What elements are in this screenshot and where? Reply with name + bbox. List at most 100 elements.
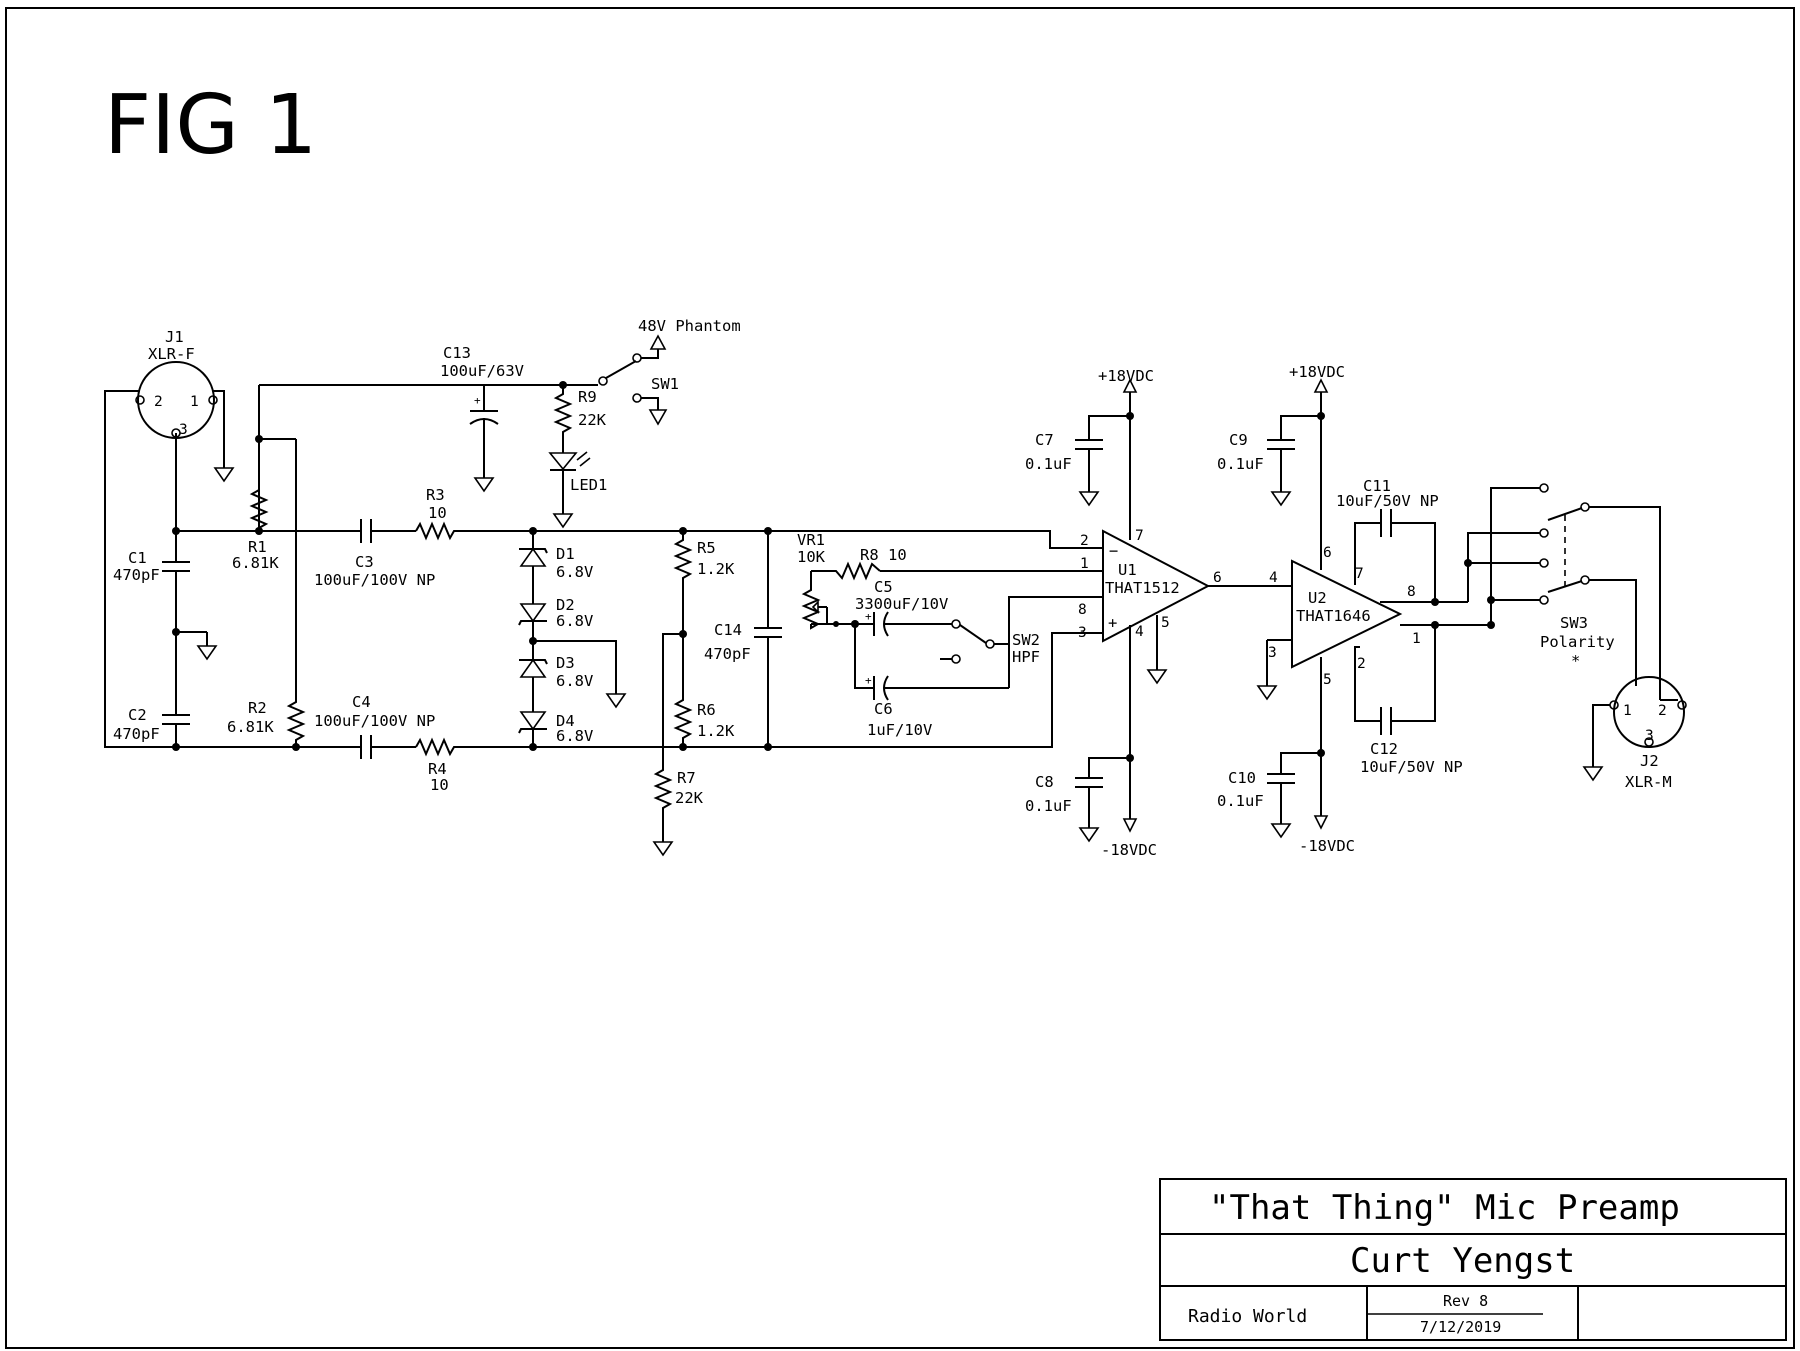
u2-pin4: 4: [1269, 570, 1278, 586]
u2-pin2: 2: [1357, 656, 1366, 672]
u2-ref: U2: [1308, 589, 1327, 607]
date-label: 7/12/2019: [1420, 1318, 1501, 1336]
u1-pin3: 3: [1078, 625, 1087, 641]
d1-ref: D1: [556, 545, 575, 563]
d4-value: 6.8V: [556, 727, 593, 745]
r7-ref: R7: [677, 769, 696, 787]
company-name: Radio World: [1188, 1306, 1307, 1327]
c3-ref: C3: [355, 553, 374, 571]
u2-pin8: 8: [1407, 584, 1416, 600]
u1-vminus: -18VDC: [1101, 841, 1157, 859]
r5-value: 1.2K: [697, 560, 735, 578]
r7-value: 22K: [675, 789, 704, 807]
u1-vplus: +18VDC: [1098, 367, 1154, 385]
c4-value: 100uF/100V NP: [314, 712, 435, 730]
u2-vminus: -18VDC: [1299, 837, 1355, 855]
c9-ref: C9: [1229, 431, 1248, 449]
d2-ref: D2: [556, 596, 575, 614]
u1-pin8: 8: [1078, 602, 1087, 618]
c13-value: 100uF/63V: [440, 362, 524, 380]
sw3-note: *: [1571, 652, 1580, 670]
c6-plus: +: [865, 674, 872, 687]
author-name: Curt Yengst: [1350, 1241, 1575, 1281]
connector-j1: 2 1 3: [135, 361, 218, 439]
c14-ref: C14: [714, 621, 742, 639]
r6-ref: R6: [697, 701, 716, 719]
c5-plus: +: [865, 610, 872, 623]
led1-ref: LED1: [570, 476, 607, 494]
c13-plus: +: [474, 394, 481, 407]
u1-pin7: 7: [1135, 528, 1144, 544]
u1-plus: +: [1108, 614, 1117, 632]
j2-value: XLR-M: [1625, 773, 1672, 791]
c6-value: 1uF/10V: [867, 721, 932, 739]
c7-value: 0.1uF: [1025, 455, 1072, 473]
c7-ref: C7: [1035, 431, 1054, 449]
d1-value: 6.8V: [556, 563, 593, 581]
u2-amplifier: [1291, 559, 1403, 669]
c12-value: 10uF/50V NP: [1360, 758, 1463, 776]
sw3-ref: SW3: [1560, 614, 1588, 632]
r4-value: 10: [430, 776, 449, 794]
j1-ref: J1: [165, 328, 184, 346]
vr1-ref: VR1: [797, 531, 825, 549]
u1-ref: U1: [1118, 561, 1137, 579]
u1-pin4: 4: [1135, 624, 1144, 640]
c11-value: 10uF/50V NP: [1336, 492, 1439, 510]
r8-label: R8 10: [860, 546, 907, 564]
u2-pin6: 6: [1323, 545, 1332, 561]
j2-pin1: 1: [1623, 703, 1632, 719]
u1-minus: −: [1109, 542, 1118, 560]
u2-vplus: +18VDC: [1289, 363, 1345, 381]
r5-ref: R5: [697, 539, 716, 557]
j2-pin2: 2: [1658, 703, 1667, 719]
d4-ref: D4: [556, 712, 575, 730]
u1-pin1: 1: [1080, 556, 1089, 572]
sw1-ref: SW1: [651, 375, 679, 393]
r2-value: 6.81K: [227, 718, 274, 736]
c11-ref: C11: [1363, 477, 1391, 495]
d2-value: 6.8V: [556, 612, 593, 630]
c4-ref: C4: [352, 693, 371, 711]
j2-ref: J2: [1640, 752, 1659, 770]
c8-value: 0.1uF: [1025, 797, 1072, 815]
sw2-value: HPF: [1012, 648, 1040, 666]
r1-ref: R1: [248, 538, 267, 556]
c9-value: 0.1uF: [1217, 455, 1264, 473]
j1-value: XLR-F: [148, 345, 195, 363]
u2-pin1: 1: [1412, 631, 1421, 647]
u2-value: THAT1646: [1296, 607, 1371, 625]
c8-ref: C8: [1035, 773, 1054, 791]
sheet-border: [5, 7, 1795, 1349]
c2-ref: C2: [128, 706, 147, 724]
r2-ref: R2: [248, 699, 267, 717]
title-block: [1159, 1178, 1787, 1341]
c10-ref: C10: [1228, 769, 1256, 787]
j1-pin1: 1: [190, 394, 199, 410]
r3-value: 10: [428, 504, 447, 522]
sw2-ref: SW2: [1012, 631, 1040, 649]
r4-ref: R4: [428, 760, 447, 778]
c5-value: 3300uF/10V: [855, 595, 948, 613]
u1-pin2: 2: [1080, 533, 1089, 549]
vr1-value: 10K: [797, 548, 826, 566]
j1-pin2: 2: [154, 394, 163, 410]
r3-ref: R3: [426, 486, 445, 504]
figure-title: FIG 1: [104, 78, 317, 173]
u1-pin5: 5: [1161, 615, 1170, 631]
c1-ref: C1: [128, 549, 147, 567]
connector-j2: 1 2 3: [1609, 676, 1687, 748]
c12-ref: C12: [1370, 740, 1398, 758]
r9-value: 22K: [578, 411, 607, 429]
c13-ref: C13: [443, 344, 471, 362]
d3-ref: D3: [556, 654, 575, 672]
r6-value: 1.2K: [697, 722, 735, 740]
sw3-value: Polarity: [1540, 633, 1615, 651]
r9-ref: R9: [578, 388, 597, 406]
j1-pin3: 3: [179, 422, 188, 438]
u2-pin5: 5: [1323, 672, 1332, 688]
u2-pin3: 3: [1268, 645, 1277, 661]
c1-value: 470pF: [113, 566, 160, 584]
c2-value: 470pF: [113, 725, 160, 743]
revision-label: Rev 8: [1443, 1292, 1488, 1310]
